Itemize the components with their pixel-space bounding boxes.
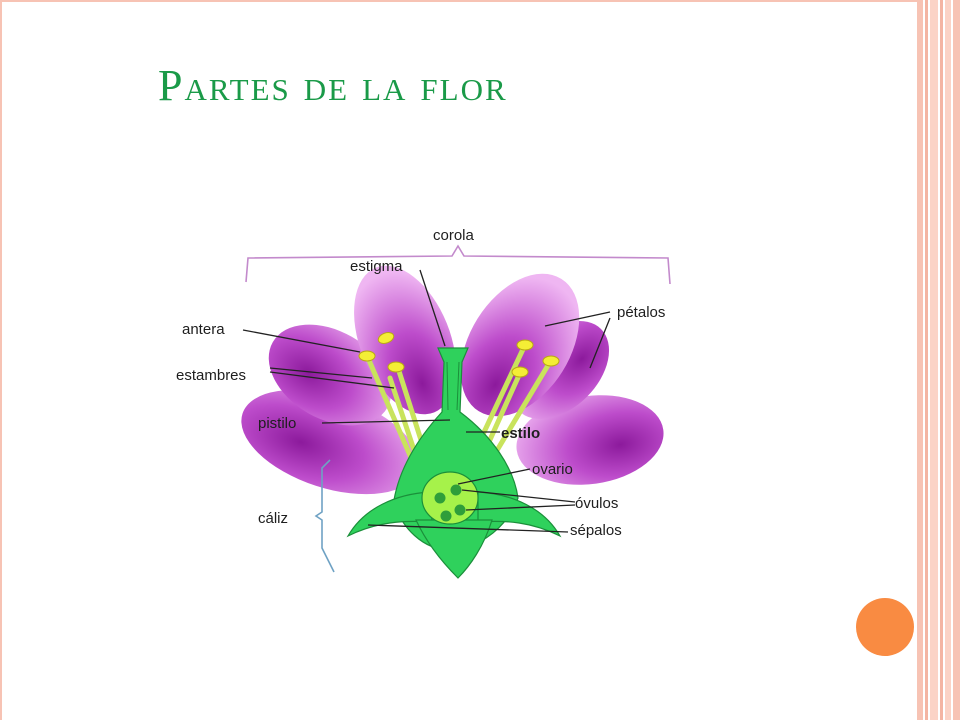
leader-lines — [242, 269, 611, 533]
label-estigma: estigma — [350, 258, 403, 275]
petals — [241, 265, 664, 495]
slide-border — [0, 0, 917, 720]
label-ovario: ovario — [532, 461, 573, 478]
sepal-right — [477, 491, 562, 538]
petal-mid-left — [268, 324, 392, 426]
accent-dot — [856, 598, 914, 656]
label-petalos: pétalos — [617, 304, 665, 321]
label-estilo: estilo — [501, 425, 540, 442]
label-antera: antera — [182, 321, 225, 338]
corola-brace — [245, 244, 671, 285]
ovules — [434, 484, 466, 522]
label-sepalos: sépalos — [570, 522, 622, 539]
receptacle — [415, 519, 493, 579]
decorative-side-stripes — [917, 0, 960, 720]
slide-title: Partes de la flor — [158, 61, 508, 110]
label-estambres: estambres — [176, 367, 246, 384]
label-ovulos: óvulos — [575, 495, 618, 512]
anthers — [358, 332, 560, 378]
caliz-brace — [314, 459, 335, 573]
label-pistilo: pistilo — [258, 415, 296, 432]
label-corola: corola — [433, 227, 475, 244]
label-caliz: cáliz — [258, 510, 288, 527]
petal-right — [516, 395, 664, 485]
